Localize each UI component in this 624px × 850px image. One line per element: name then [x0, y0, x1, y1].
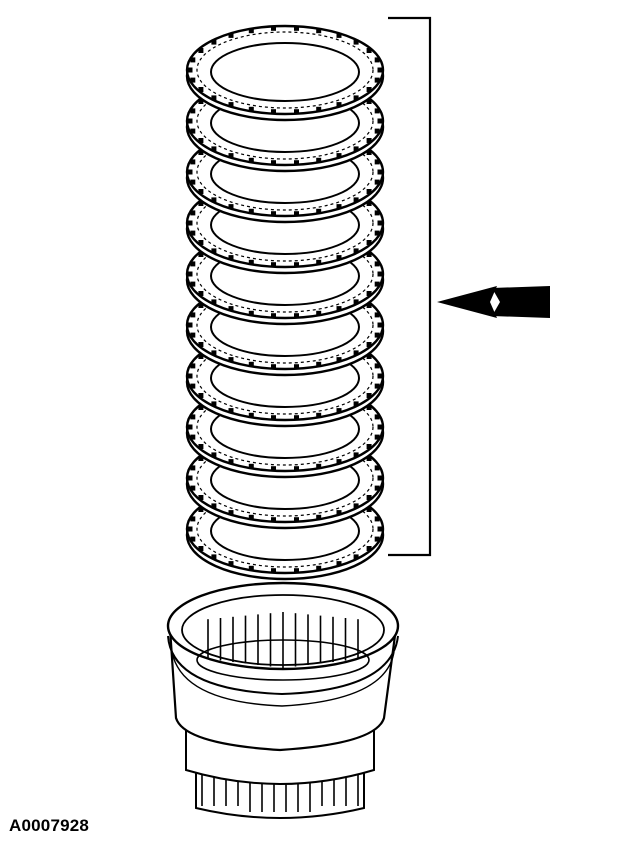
pointer-arrow	[437, 286, 550, 318]
clutch-plate-stack	[185, 24, 385, 581]
hub-rim-band	[167, 635, 399, 696]
stack-bracket	[388, 16, 432, 557]
clutch-hub	[166, 581, 400, 819]
clutch-plate	[185, 24, 385, 122]
figure-id-label: A0007928	[9, 816, 90, 835]
